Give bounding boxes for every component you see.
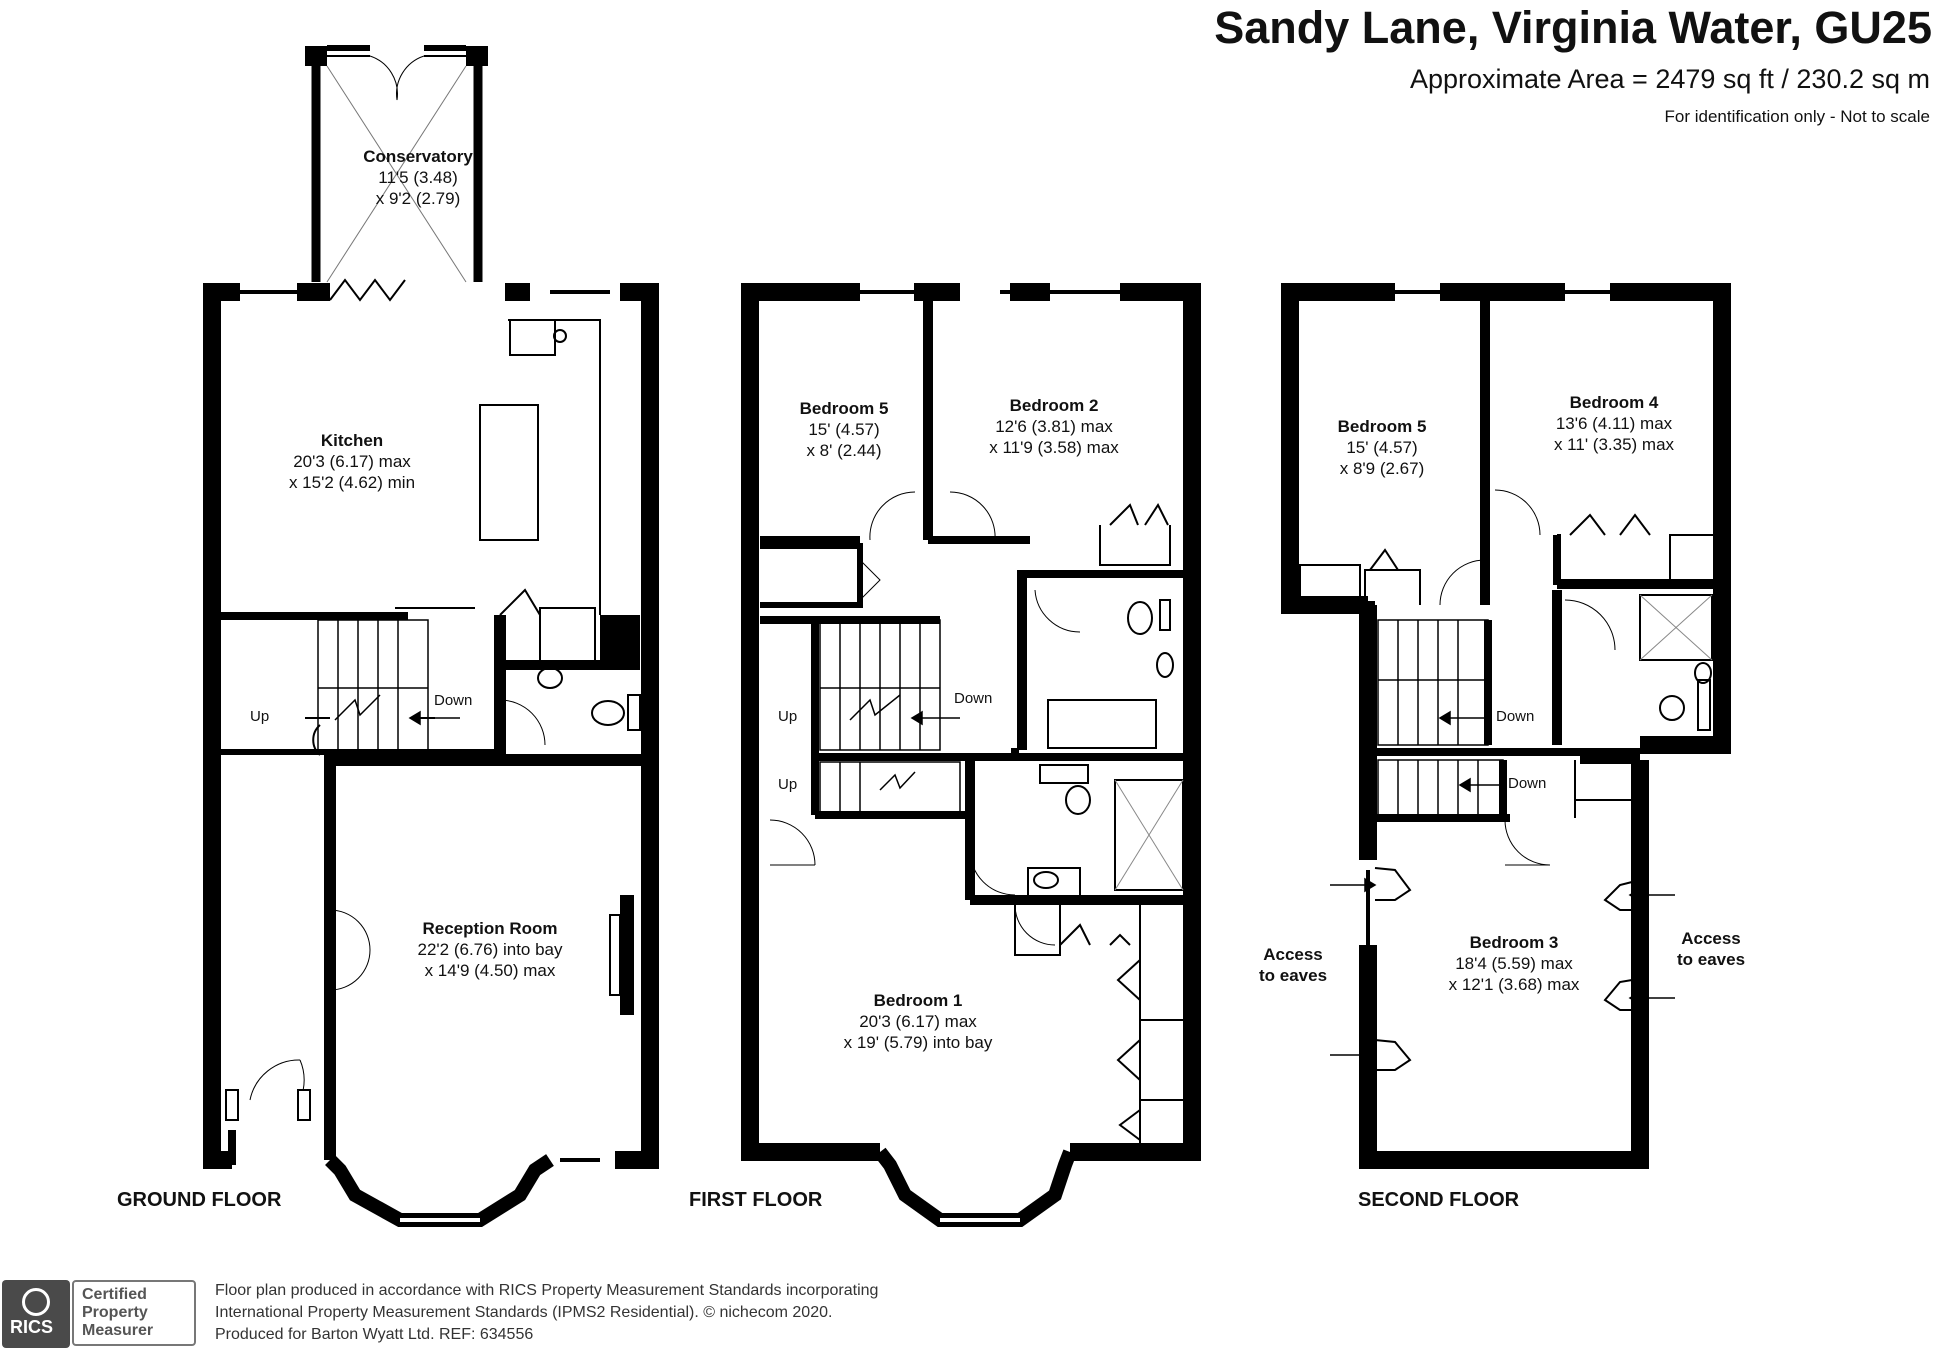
eaves-label-line: Access xyxy=(1681,929,1741,948)
eaves-label-line: to eaves xyxy=(1676,950,1746,969)
eaves-access-right: Access to eaves xyxy=(1677,928,1745,970)
second-floor-walls xyxy=(1281,283,1731,1169)
rics-logo-text: RICS xyxy=(10,1317,54,1337)
stair-arrows xyxy=(408,710,1675,1063)
room-name: Reception Room xyxy=(422,919,558,938)
room-dimension: 12'6 (3.81) max xyxy=(995,417,1113,436)
room-dimension: 11'5 (3.48) xyxy=(378,168,458,187)
rics-crest-icon xyxy=(22,1288,50,1316)
room-kitchen: Kitchen 20'3 (6.17) max x 15'2 (4.62) mi… xyxy=(289,430,415,493)
room-dimension: x 9'2 (2.79) xyxy=(375,189,461,208)
stairs-down-label-first: Down xyxy=(954,690,993,707)
stairs-up-label-first: Up xyxy=(778,708,798,725)
room-dimension: 20'3 (6.17) max xyxy=(293,452,411,471)
ground-floor-walls xyxy=(203,45,659,1227)
floor-label-second: SECOND FLOOR xyxy=(1358,1189,1520,1211)
room-dimension: 15' (4.57) xyxy=(808,420,880,439)
badge-line: Measurer xyxy=(82,1322,154,1339)
badge-line: Property xyxy=(82,1304,148,1321)
room-dimension: 20'3 (6.17) max xyxy=(859,1012,977,1031)
room-conservatory: Conservatory 11'5 (3.48) x 9'2 (2.79) xyxy=(363,146,473,209)
footer-line: Floor plan produced in accordance with R… xyxy=(215,1282,879,1299)
room-name: Bedroom 5 xyxy=(799,399,889,418)
first-floor-walls xyxy=(741,283,1201,1227)
room-dimension: x 19' (5.79) into bay xyxy=(843,1033,993,1052)
eaves-label-line: Access xyxy=(1263,945,1323,964)
room-dimension: 13'6 (4.11) max xyxy=(1555,414,1673,433)
stairs-up-label-first-lower: Up xyxy=(778,776,798,793)
footer-disclaimer: Floor plan produced in accordance with R… xyxy=(215,1280,878,1346)
room-bedroom-1: Bedroom 1 20'3 (6.17) max x 19' (5.79) i… xyxy=(844,990,993,1053)
room-dimension: 18'4 (5.59) max xyxy=(1455,954,1573,973)
room-name: Bedroom 3 xyxy=(1469,933,1559,952)
approximate-area: Approximate Area = 2479 sq ft / 230.2 sq… xyxy=(1409,64,1930,94)
floor-label-ground: GROUND FLOOR xyxy=(117,1189,282,1211)
disclaimer-note: For identification only - Not to scale xyxy=(1664,107,1930,126)
room-name: Bedroom 5 xyxy=(1337,417,1427,436)
room-dimension: x 8' (2.44) xyxy=(806,441,882,460)
page-title: Sandy Lane, Virginia Water, GU25 xyxy=(1214,2,1932,53)
stairs-down-label-second: Down xyxy=(1496,708,1535,725)
room-dimension: x 11' (3.35) max xyxy=(1553,435,1675,454)
room-dimension: x 14'9 (4.50) max xyxy=(424,961,556,980)
room-dimension: x 11'9 (3.58) max xyxy=(989,438,1119,457)
stairs-down-label-second-lower: Down xyxy=(1508,775,1547,792)
stairs-down-label-ground: Down xyxy=(434,692,473,709)
room-name: Kitchen xyxy=(320,431,384,450)
floor-label-first: FIRST FLOOR xyxy=(689,1189,823,1211)
room-name: Bedroom 2 xyxy=(1009,396,1099,415)
room-dimension: x 8'9 (2.67) xyxy=(1339,459,1425,478)
room-bedroom-5-first: Bedroom 5 15' (4.57) x 8' (2.44) xyxy=(800,398,889,461)
badge-line: Certified xyxy=(82,1286,147,1303)
room-bedroom-5-second: Bedroom 5 15' (4.57) x 8'9 (2.67) xyxy=(1338,416,1427,479)
stairs-up-label-ground: Up xyxy=(250,708,270,725)
room-name: Conservatory xyxy=(363,147,473,166)
room-name: Bedroom 1 xyxy=(873,991,963,1010)
room-dimension: x 12'1 (3.68) max xyxy=(1448,975,1580,994)
certified-measurer-badge: Certified Property Measurer xyxy=(72,1280,196,1346)
room-dimension: x 15'2 (4.62) min xyxy=(288,473,416,492)
eaves-label-line: to eaves xyxy=(1258,966,1328,985)
room-dimension: 15' (4.57) xyxy=(1346,438,1418,457)
rics-logo: RICS xyxy=(2,1280,70,1348)
room-bedroom-3: Bedroom 3 18'4 (5.59) max x 12'1 (3.68) … xyxy=(1449,932,1580,995)
room-reception: Reception Room 22'2 (6.76) into bay x 14… xyxy=(417,918,562,981)
room-dimension: 22'2 (6.76) into bay xyxy=(417,940,563,959)
room-bedroom-4: Bedroom 4 13'6 (4.11) max x 11' (3.35) m… xyxy=(1554,392,1674,455)
footer-line: International Property Measurement Stand… xyxy=(215,1304,833,1321)
room-name: Bedroom 4 xyxy=(1569,393,1659,412)
room-bedroom-2: Bedroom 2 12'6 (3.81) max x 11'9 (3.58) … xyxy=(989,395,1119,458)
footer-line: Produced for Barton Wyatt Ltd. REF: 6345… xyxy=(215,1326,534,1343)
eaves-access-left: Access to eaves xyxy=(1259,944,1327,986)
